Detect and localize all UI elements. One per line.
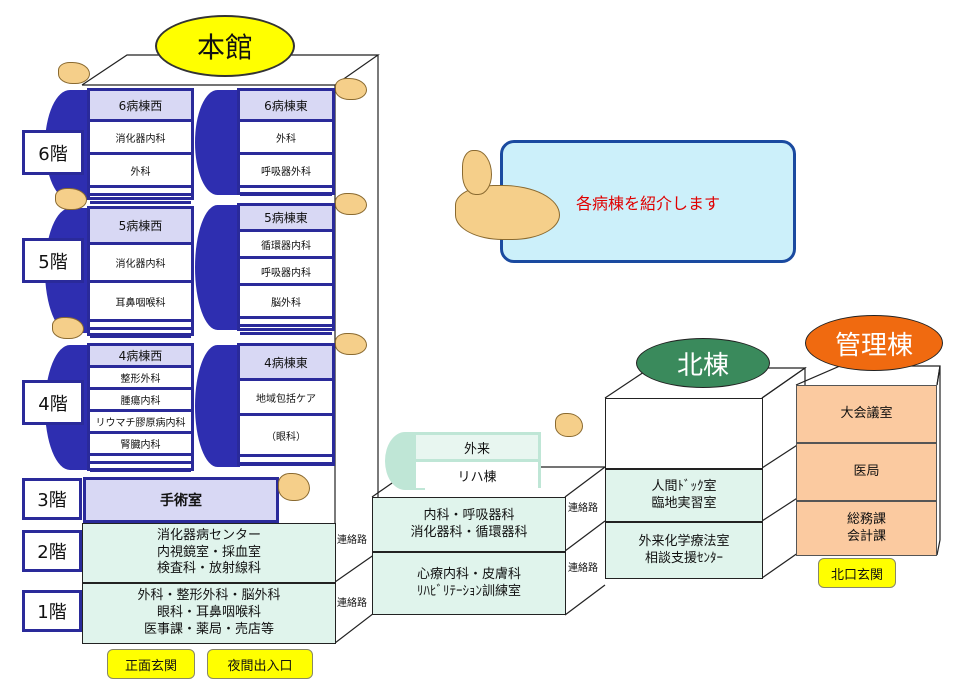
dept-item: 消化器内科 <box>90 245 191 283</box>
ward-name: 6病棟西 <box>90 91 191 122</box>
main-floor-2[interactable]: 消化器病センター 内視鏡室・採血室 検査科・放射線科 <box>82 523 336 583</box>
pointing-hand-icon <box>335 333 367 355</box>
text-line: 医局 <box>853 463 880 479</box>
pointing-hand-icon <box>335 78 367 100</box>
dept-item: 消化器内科 <box>90 122 191 155</box>
main-floor-1[interactable]: 外科・整形外科・脳外科 眼科・耳鼻咽喉科 医事課・薬局・売店等 <box>82 583 336 644</box>
ward-name: 5病棟東 <box>240 206 332 232</box>
dept-item: 呼吸器外科 <box>240 155 332 188</box>
text-line: 大会議室 <box>840 405 893 421</box>
text-line: 医事課・薬局・売店等 <box>143 621 274 637</box>
text-line: 内科・呼吸器科 <box>423 507 515 523</box>
outpatient-floor-1[interactable]: 心療内科・皮膚科 ﾘﾊﾋﾞﾘﾃｰｼｮﾝ訓練室 <box>372 552 566 615</box>
ward-name: 4病棟東 <box>240 346 332 381</box>
dept-item: 地域包括ケア <box>240 381 332 416</box>
pointing-hand-icon <box>58 62 90 84</box>
north-entrance-button[interactable]: 北口玄関 <box>818 558 896 588</box>
ward-4-east[interactable]: 4病棟東 地域包括ケア （眼科） <box>237 343 335 466</box>
dept-item: 腎臓内科 <box>90 434 191 456</box>
text-line: 外来化学療法室 <box>638 533 730 549</box>
corridor-label: 連絡路 <box>337 535 367 546</box>
text-line: 人間ﾄﾞｯｸ室 <box>651 478 717 494</box>
dept-item: 循環器内科 <box>240 232 332 259</box>
ward-6-east[interactable]: 6病棟東 外科 呼吸器外科 <box>237 88 335 196</box>
dept-item: 耳鼻咽喉科 <box>90 283 191 322</box>
corridor-label: 連絡路 <box>568 563 598 574</box>
text-line: 心療内科・皮膚科 <box>416 566 521 582</box>
dept-item: 外科 <box>90 155 191 188</box>
decor-arc <box>195 205 240 330</box>
admin-building-title: 管理棟 <box>805 315 943 371</box>
pointing-hand-icon <box>52 317 84 339</box>
night-entrance-button[interactable]: 夜間出入口 <box>207 649 313 679</box>
text-line: 内視鏡室・採血室 <box>156 544 261 560</box>
text-line: ﾘﾊﾋﾞﾘﾃｰｼｮﾝ訓練室 <box>416 583 521 599</box>
pointing-hand-icon <box>55 188 87 210</box>
dept-item: （眼科） <box>240 416 332 457</box>
dept-item: 脳外科 <box>240 286 332 319</box>
floor-6-label: 6階 <box>22 130 84 175</box>
dept-item: リウマチ膠原病内科 <box>90 412 191 434</box>
operating-room[interactable]: 手術室 <box>83 477 279 523</box>
decor-arc <box>195 345 240 467</box>
medical-office[interactable]: 医局 <box>796 443 937 501</box>
corridor-label: 連絡路 <box>568 503 598 514</box>
text-line: 臨地実習室 <box>651 495 717 511</box>
ward-name: 4病棟西 <box>90 346 191 368</box>
ward-6-west[interactable]: 6病棟西 消化器内科 外科 <box>87 88 194 204</box>
text-line: 相談支援ｾﾝﾀｰ <box>644 550 723 566</box>
ward-5-west[interactable]: 5病棟西 消化器内科 耳鼻咽喉科 <box>87 206 194 338</box>
text-line: 検査科・放射線科 <box>156 561 261 577</box>
rehab-building[interactable]: 外来 リハ棟 <box>413 432 541 488</box>
dept-item: 呼吸器内科 <box>240 259 332 286</box>
outpatient-label: 外来 <box>416 435 538 462</box>
floor-2-label: 2階 <box>22 530 82 572</box>
text-line: 消化器科・循環器科 <box>410 524 528 540</box>
outpatient-floor-2[interactable]: 内科・呼吸器科 消化器科・循環器科 <box>372 497 566 552</box>
north-top-floor <box>605 398 763 469</box>
ward-name: 6病棟東 <box>240 91 332 122</box>
pointing-hand-icon <box>555 413 583 437</box>
dept-item: 腫瘍内科 <box>90 390 191 412</box>
thumb-icon <box>462 150 492 195</box>
dept-item: 整形外科 <box>90 368 191 390</box>
text-line: 外科・整形外科・脳外科 <box>137 588 281 604</box>
decor-arc <box>195 90 240 195</box>
floor-4-label: 4階 <box>22 380 84 425</box>
north-floor-1[interactable]: 外来化学療法室 相談支援ｾﾝﾀｰ <box>605 522 763 579</box>
main-building-title: 本館 <box>155 15 295 77</box>
ward-4-west[interactable]: 4病棟西 整形外科 腫瘍内科 リウマチ膠原病内科 腎臓内科 <box>87 343 194 480</box>
pointing-hand-icon <box>335 193 367 215</box>
main-entrance-button[interactable]: 正面玄関 <box>107 649 195 679</box>
floor-5-label: 5階 <box>22 238 84 283</box>
rehab-label: リハ棟 <box>416 462 538 488</box>
dept-item: 外科 <box>240 122 332 155</box>
pointing-hand-icon <box>278 473 310 501</box>
corridor-label: 連絡路 <box>337 598 367 609</box>
north-floor-2[interactable]: 人間ﾄﾞｯｸ室 臨地実習室 <box>605 469 763 522</box>
north-building-title: 北棟 <box>636 338 770 388</box>
ward-5-east[interactable]: 5病棟東 循環器内科 呼吸器内科 脳外科 <box>237 203 335 335</box>
text-line: 消化器病センター <box>156 527 261 543</box>
text-line: 総務課 <box>846 511 886 527</box>
text-line: 会計課 <box>846 528 886 544</box>
floor-3-label: 3階 <box>22 478 82 520</box>
admin-floor-1[interactable]: 総務課 会計課 <box>796 501 937 556</box>
text-line: 眼科・耳鼻咽喉科 <box>156 605 261 621</box>
floor-1-label: 1階 <box>22 590 82 632</box>
ward-name: 5病棟西 <box>90 209 191 245</box>
meeting-room[interactable]: 大会議室 <box>796 385 937 443</box>
